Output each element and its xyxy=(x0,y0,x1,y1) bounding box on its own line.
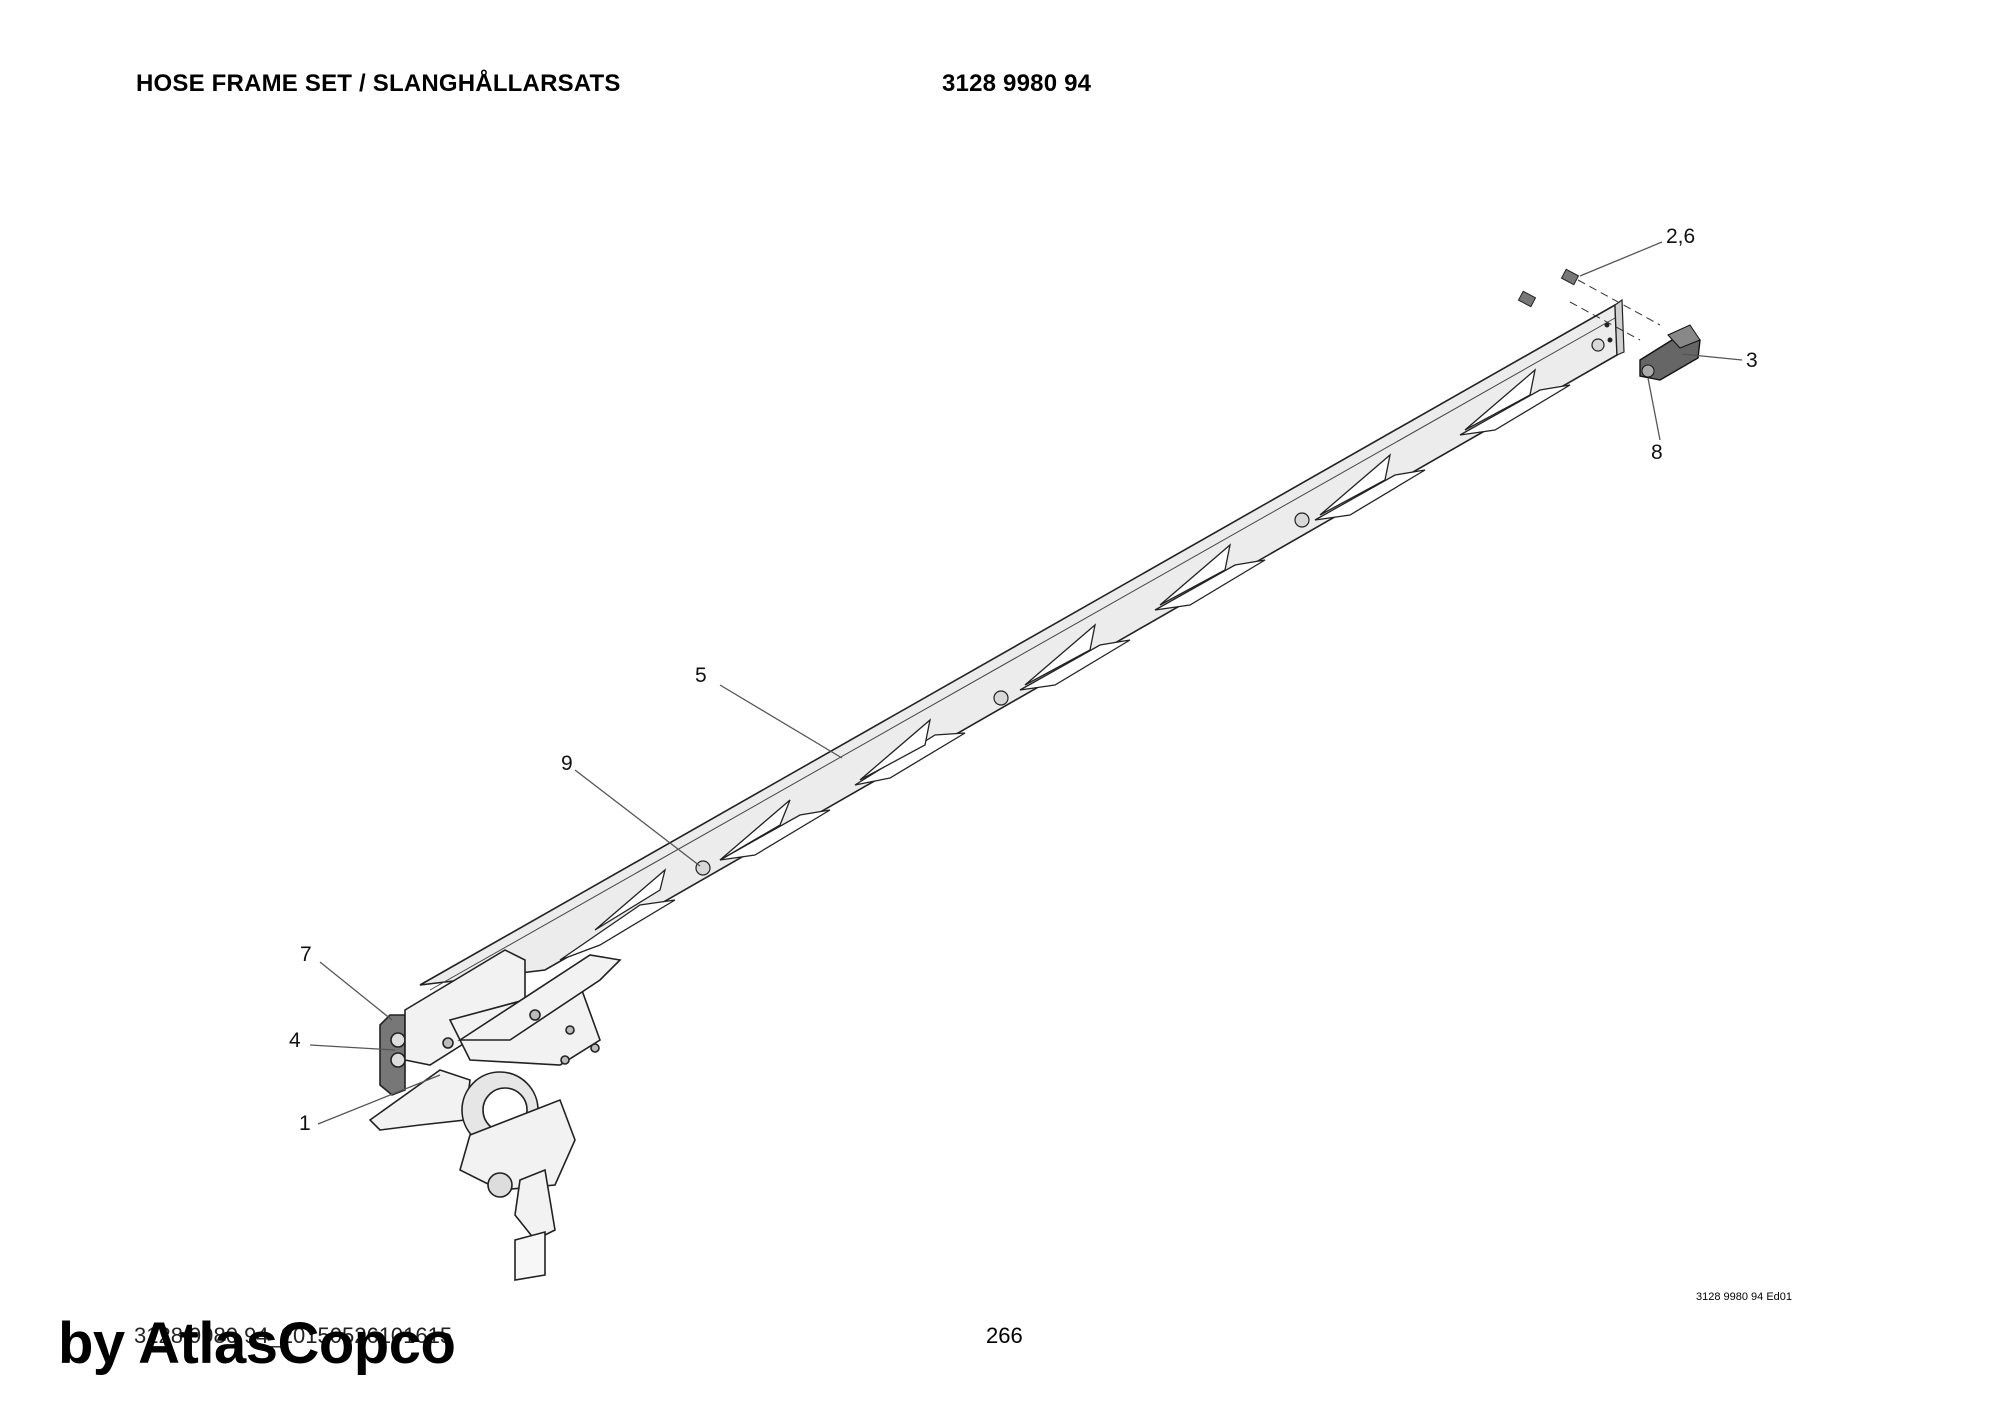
page-number: 266 xyxy=(986,1323,1023,1348)
edition-label: 3128 9980 94 Ed01 xyxy=(1696,1291,1793,1303)
callout-9: 9 xyxy=(561,752,573,775)
page-title: HOSE FRAME SET / SLANGHÅLLARSATS xyxy=(136,70,621,97)
callout-3: 3 xyxy=(1746,349,1758,372)
part-number: 3128 9980 94 xyxy=(942,70,1092,97)
screws xyxy=(1517,268,1661,341)
callout-5: 5 xyxy=(695,664,707,687)
file-code: 3128 9980 94_20150526101615 xyxy=(134,1323,453,1348)
brand-watermark: by AtlasCopco xyxy=(58,1311,456,1376)
leader-lines xyxy=(309,241,1743,1125)
callout-8: 8 xyxy=(1651,441,1663,464)
callout-1: 1 xyxy=(299,1112,311,1135)
callout-4: 4 xyxy=(289,1029,301,1052)
callout-2-6: 2,6 xyxy=(1666,225,1695,248)
hose-frame-beam xyxy=(419,298,1625,991)
callout-7: 7 xyxy=(300,943,312,966)
end-clip xyxy=(1639,324,1701,381)
clamp-assembly xyxy=(368,949,622,1281)
